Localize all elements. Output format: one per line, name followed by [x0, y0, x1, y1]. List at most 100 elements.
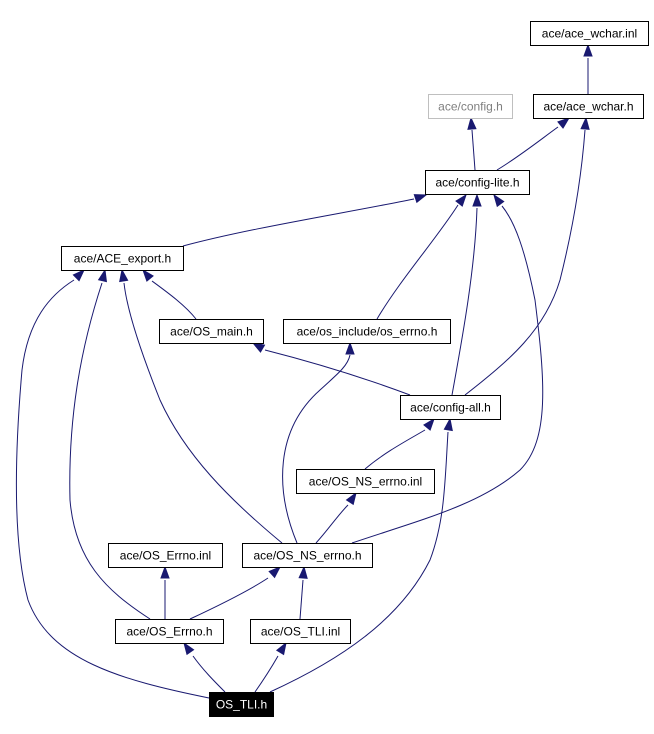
edge-line	[376, 204, 459, 320]
node-box	[108, 543, 223, 568]
node-label: ace/OS_Errno.inl	[120, 549, 211, 563]
node-os-ns-errno-h[interactable]: ace/OS_NS_errno.h	[242, 543, 373, 568]
node-box	[61, 246, 184, 271]
edge-os-ns-errno-inl-to-config-all-h	[364, 417, 435, 470]
edge-os-tli-inl-to-os-ns-errno-h	[298, 565, 308, 620]
edge-ace-wchar-h-to-ace-wchar-inl	[583, 43, 593, 94]
arrowhead-icon	[583, 43, 593, 57]
node-config-all-h[interactable]: ace/config-all.h	[400, 395, 501, 420]
edge-os-errno-include-h-to-config-lite-h	[376, 193, 467, 320]
edge-line	[464, 129, 586, 396]
node-box	[209, 692, 274, 717]
node-box	[533, 94, 644, 119]
edge-os-main-h-to-ace-export-h	[142, 268, 197, 320]
edge-os-ns-errno-h-to-ace-export-h	[119, 268, 283, 544]
edge-line	[299, 579, 304, 620]
node-os-errno-h[interactable]: ace/OS_Errno.h	[115, 619, 224, 644]
node-ace-wchar-h[interactable]: ace/ace_wchar.h	[533, 94, 644, 119]
edges-layer	[15, 43, 593, 699]
arrowhead-icon	[345, 491, 357, 506]
node-box	[428, 94, 513, 119]
arrowhead-icon	[345, 341, 355, 355]
edge-line	[364, 429, 426, 470]
node-config-lite-h[interactable]: ace/config-lite.h	[425, 170, 530, 195]
edge-line	[123, 282, 283, 544]
edge-config-all-h-to-os-main-h	[251, 342, 411, 396]
edge-os-errno-h-to-os-errno-inl	[160, 565, 170, 619]
edge-line	[471, 129, 476, 171]
edge-config-lite-h-to-config-h	[467, 116, 477, 171]
node-box	[250, 619, 351, 644]
node-box	[530, 21, 649, 46]
node-label: ace/config.h	[438, 100, 503, 114]
node-label: ace/config-all.h	[410, 401, 491, 415]
arrowhead-icon	[472, 193, 482, 207]
edge-line	[451, 207, 478, 396]
arrowhead-icon	[268, 566, 282, 579]
arrowhead-icon	[455, 193, 467, 207]
arrowhead-icon	[72, 268, 86, 282]
edge-line	[192, 655, 226, 693]
edge-line	[264, 349, 411, 396]
node-box	[242, 543, 373, 568]
node-config-h[interactable]: ace/config.h	[428, 94, 513, 119]
edge-os-tli-h-to-os-tli-inl	[254, 641, 287, 693]
edge-line	[182, 198, 415, 247]
arrowhead-icon	[443, 417, 453, 432]
node-box	[425, 170, 530, 195]
nodes-layer: ace/ace_wchar.inl ace/config.h ace/ace_wch…	[61, 21, 649, 717]
edge-os-ns-errno-h-to-config-lite-h	[351, 193, 544, 544]
node-label: ace/OS_TLI.inl	[261, 625, 340, 639]
arrowhead-icon	[580, 116, 590, 130]
node-label: ace/ACE_export.h	[74, 252, 171, 266]
node-os-main-h[interactable]: ace/OS_main.h	[159, 319, 264, 344]
arrowhead-icon	[298, 565, 308, 579]
arrowhead-icon	[467, 116, 477, 130]
edge-line	[351, 205, 544, 544]
edge-config-all-h-to-config-lite-h	[451, 193, 482, 396]
edge-os-errno-h-to-os-ns-errno-h	[189, 566, 282, 620]
node-label: ace/OS_Errno.h	[126, 625, 212, 639]
edge-line	[189, 577, 269, 620]
node-os-errno-inl[interactable]: ace/OS_Errno.inl	[108, 543, 223, 568]
arrowhead-icon	[160, 565, 170, 579]
node-label: ace/config-lite.h	[435, 176, 519, 190]
edge-os-ns-errno-h-to-os-errno-include-h	[282, 341, 355, 544]
arrowhead-icon	[183, 641, 195, 656]
arrowhead-icon	[493, 193, 505, 208]
edge-line	[269, 431, 449, 693]
edge-config-all-h-to-ace-wchar-h	[464, 116, 590, 396]
node-label: ace/OS_NS_errno.h	[253, 549, 361, 563]
edge-line	[254, 655, 279, 693]
node-box	[296, 469, 435, 494]
arrowhead-icon	[142, 268, 154, 282]
edge-ace-export-h-to-config-lite-h	[182, 194, 428, 247]
node-ace-wchar-inl[interactable]: ace/ace_wchar.inl	[530, 21, 649, 46]
node-os-tli-h[interactable]: OS_TLI.h	[209, 692, 274, 717]
edge-line	[69, 282, 151, 620]
node-os-ns-errno-inl[interactable]: ace/OS_NS_errno.inl	[296, 469, 435, 494]
edge-line	[496, 126, 559, 171]
node-os-errno-include-h[interactable]: ace/os_include/os_errno.h	[283, 319, 451, 344]
edge-line	[315, 504, 349, 544]
node-os-tli-inl[interactable]: ace/OS_TLI.inl	[250, 619, 351, 644]
edge-os-tli-h-to-config-all-h	[269, 417, 453, 693]
edge-line	[282, 354, 351, 544]
node-box	[283, 319, 451, 344]
node-label: OS_TLI.h	[216, 698, 267, 712]
node-label: ace/OS_main.h	[170, 325, 253, 339]
node-box	[159, 319, 264, 344]
node-label: ace/OS_NS_errno.inl	[309, 475, 422, 489]
edge-os-tli-h-to-ace-export-h	[15, 268, 210, 699]
node-box	[400, 395, 501, 420]
edge-line	[15, 279, 210, 699]
node-label: ace/os_include/os_errno.h	[297, 325, 438, 339]
edge-os-errno-h-to-ace-export-h	[69, 268, 151, 620]
arrowhead-icon	[557, 117, 571, 129]
arrowhead-icon	[413, 194, 428, 204]
node-label: ace/ace_wchar.h	[543, 100, 633, 114]
node-ace-export-h[interactable]: ace/ACE_export.h	[61, 246, 184, 271]
arrowhead-icon	[423, 417, 435, 431]
edge-line	[151, 280, 197, 320]
